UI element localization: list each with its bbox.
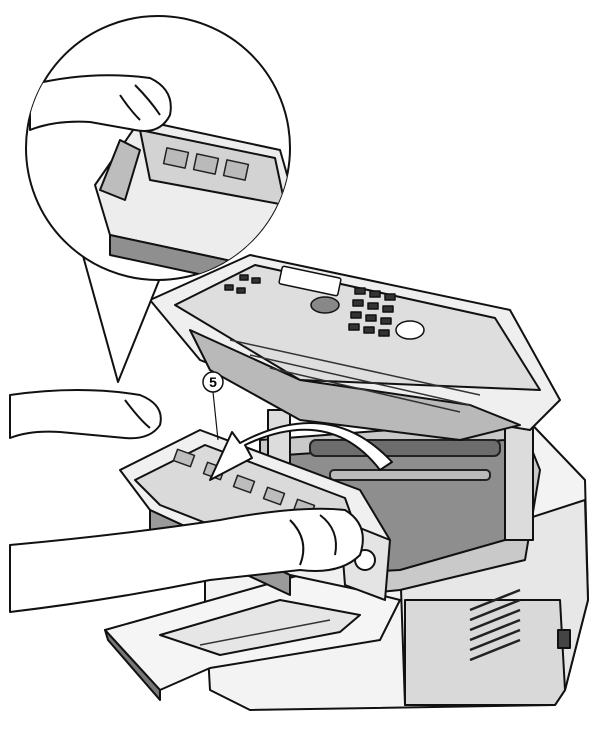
hands — [9, 389, 364, 613]
step-marker-label: 5 — [209, 374, 217, 390]
control-panel — [224, 265, 425, 340]
side-port — [557, 629, 571, 649]
rotation-arrow — [209, 421, 393, 481]
paper-tray — [104, 574, 401, 701]
detail-callout — [25, 15, 291, 383]
scanner-lid — [149, 254, 561, 441]
step-marker: 5 — [202, 371, 224, 441]
side-vent — [469, 588, 521, 662]
